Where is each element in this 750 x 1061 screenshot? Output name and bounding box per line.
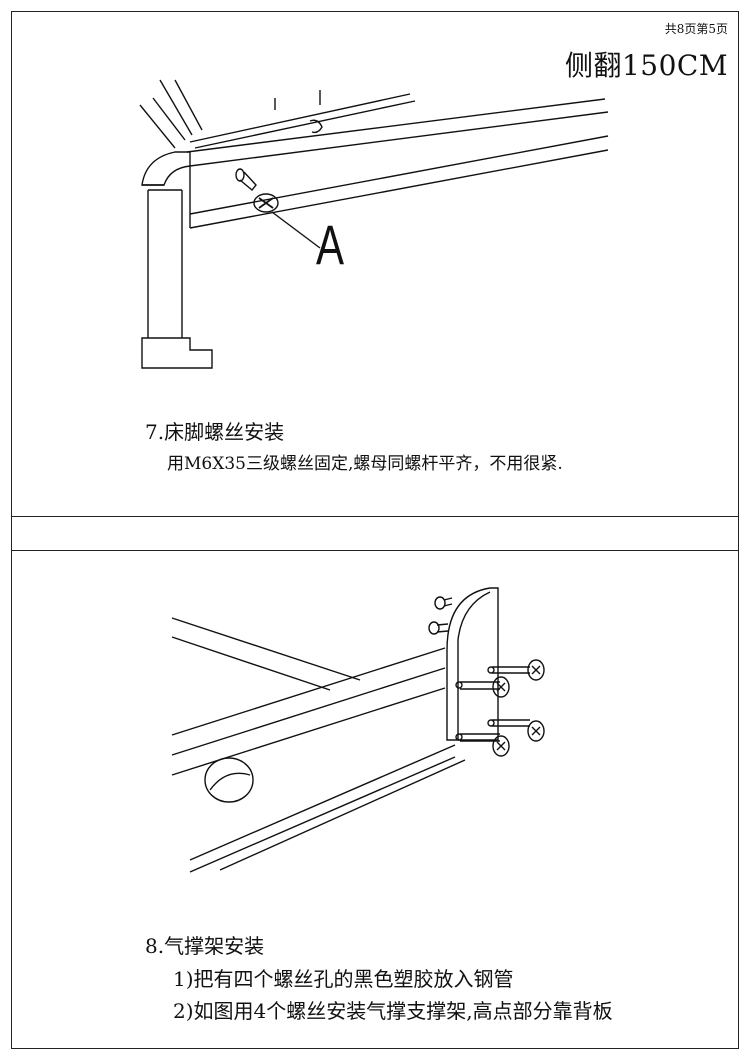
page-frame bbox=[11, 11, 739, 1049]
page-count: 共8页第5页 bbox=[664, 22, 728, 36]
step8-item-2: 2)如图用4个螺丝安装气撑支撑架,高点部分靠背板 bbox=[173, 999, 613, 1023]
step7-description: 用M6X35三级螺丝固定,螺母同螺杆平齐，不用很紧. bbox=[167, 454, 563, 474]
section-divider-top bbox=[11, 516, 739, 517]
step8-item-1: 1)把有四个螺丝孔的黑色塑胶放入钢管 bbox=[173, 967, 514, 991]
step7-title: 7.床脚螺丝安装 bbox=[145, 420, 285, 444]
section-divider-bottom bbox=[11, 550, 739, 551]
document-title: 侧翻150CM bbox=[564, 49, 728, 82]
step8-title: 8.气撑架安装 bbox=[145, 934, 265, 958]
bed-leg-screw-illustration bbox=[139, 79, 609, 369]
callout-label-a: A bbox=[316, 213, 345, 276]
gas-strut-bracket-illustration bbox=[171, 587, 545, 873]
